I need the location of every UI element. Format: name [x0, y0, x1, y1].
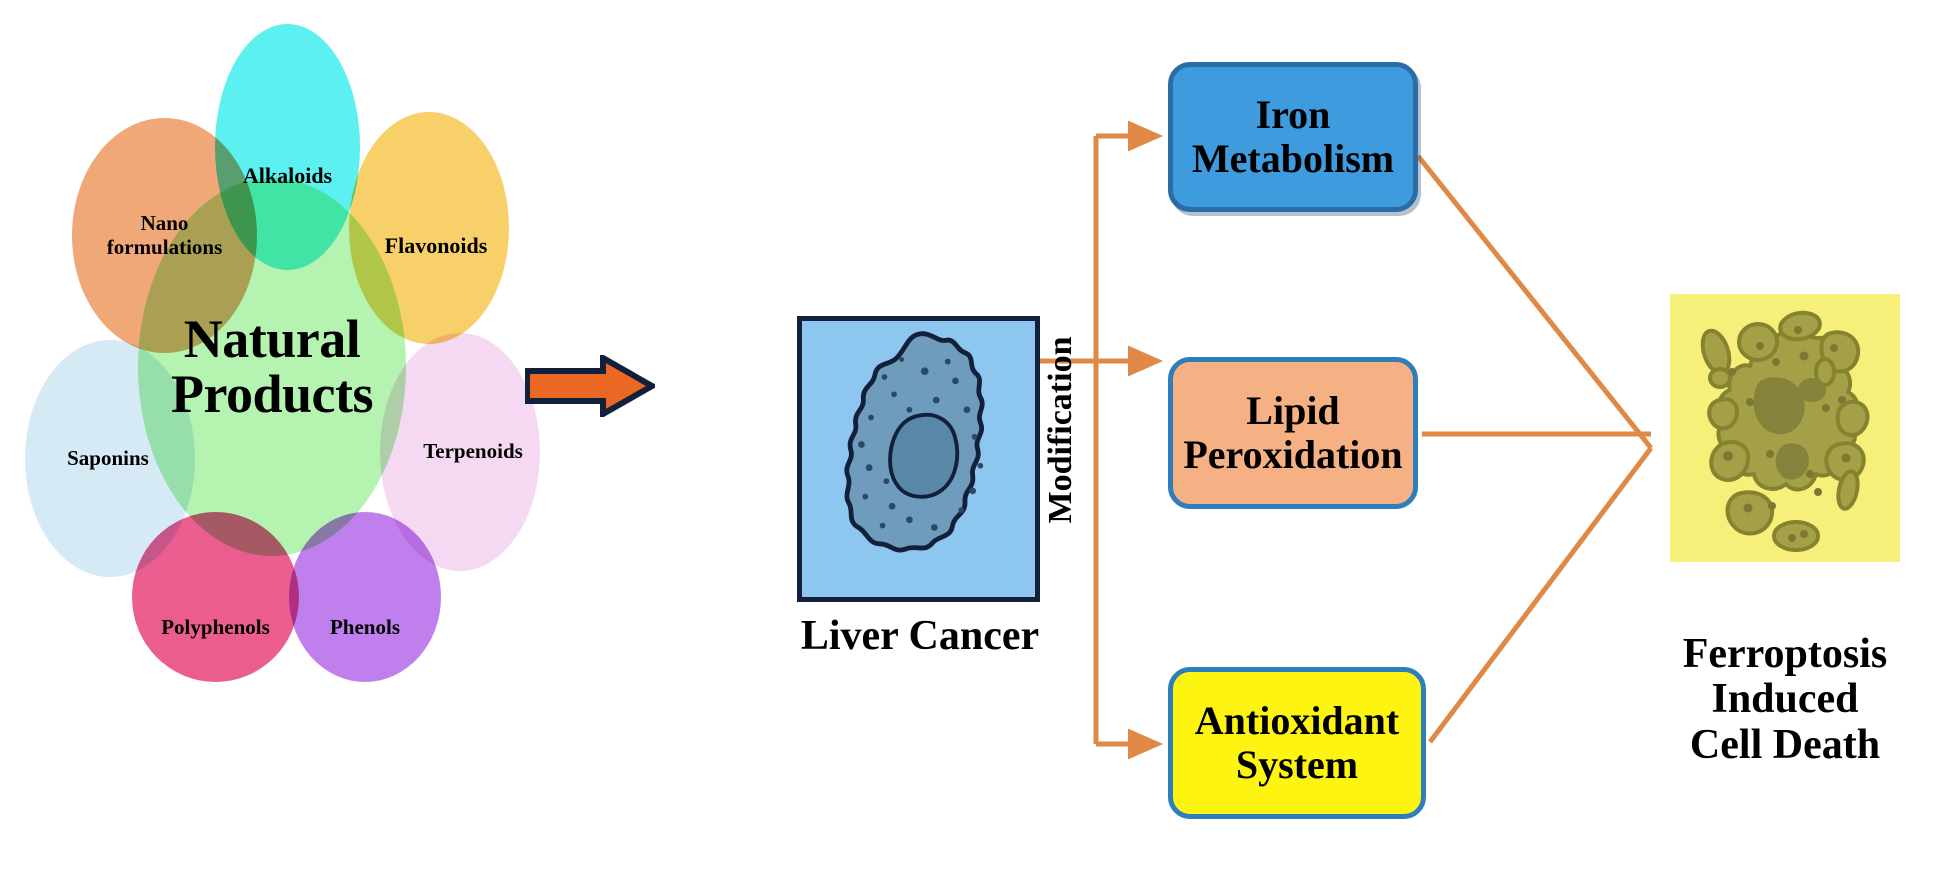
transition-arrow-icon [524, 352, 659, 420]
pathway-box-antioxidant-system[interactable]: Antioxidant System [1168, 667, 1426, 819]
wire-antioxidant-to-ferroptosis [1428, 446, 1653, 744]
liver-cancer-cell-illustration [844, 331, 985, 553]
liver-cancer-label: Liver Cancer [800, 613, 1040, 659]
pathway-box-iron-metabolism-label: Iron Metabolism [1191, 92, 1395, 181]
ferroptosis-fragmented-cell-illustration [1700, 310, 1870, 552]
wire-iron-to-ferroptosis [1416, 154, 1653, 450]
pathway-box-lipid-peroxidation[interactable]: Lipid Peroxidation [1168, 357, 1418, 509]
transition-arrow [524, 352, 659, 420]
liver-cancer-panel [797, 316, 1040, 602]
ferroptosis-panel [1670, 294, 1900, 562]
pathway-box-lipid-peroxidation-label: Lipid Peroxidation [1183, 388, 1403, 477]
modification-label: Modification [1042, 336, 1079, 524]
natural-products-core-label: Natural Products [170, 308, 374, 424]
natural-products-core: Natural Products [138, 178, 406, 556]
pathway-box-iron-metabolism[interactable]: Iron Metabolism [1168, 62, 1418, 212]
ferroptosis-label: Ferroptosis Induced Cell Death [1682, 631, 1888, 768]
pathway-box-antioxidant-system-label: Antioxidant System [1194, 698, 1400, 787]
